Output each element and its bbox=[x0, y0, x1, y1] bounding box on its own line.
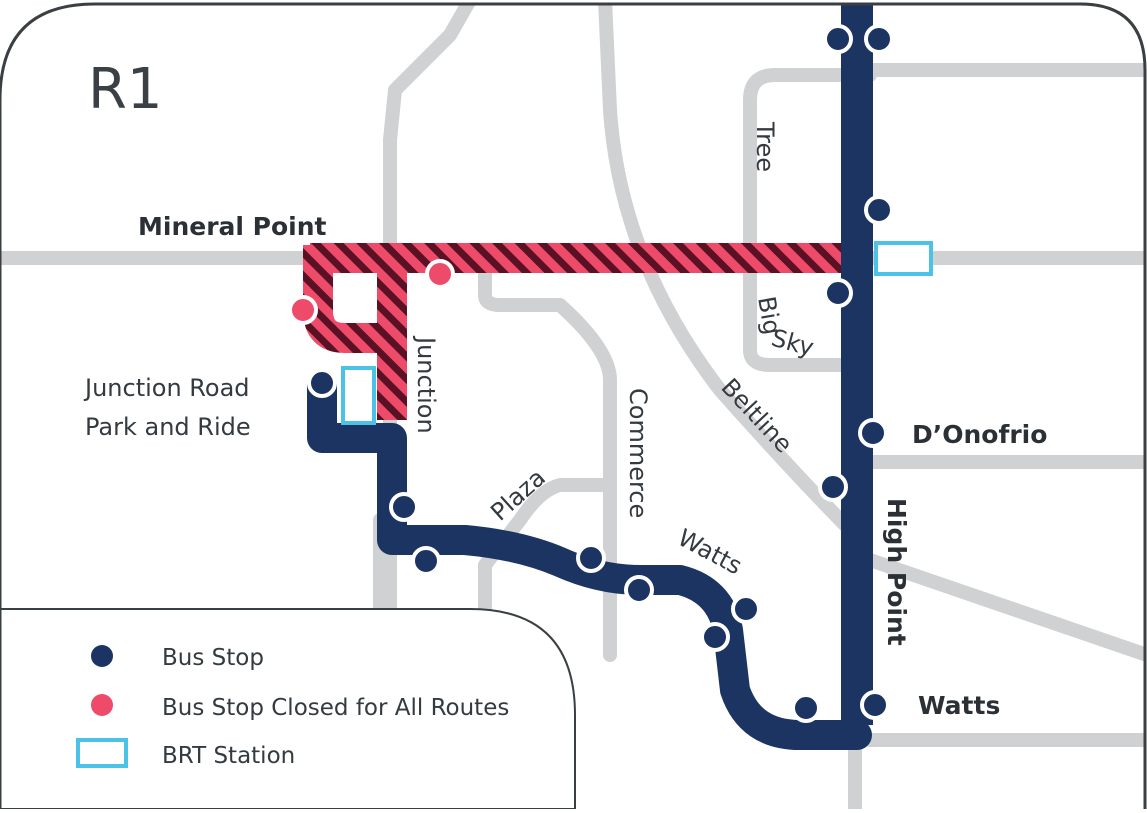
label-beltline: Beltline bbox=[716, 373, 798, 458]
closed-segment-loop bbox=[303, 245, 392, 353]
label-park-and-ride: Park and Ride bbox=[85, 413, 251, 441]
route-title: R1 bbox=[88, 57, 163, 122]
street-beltline bbox=[598, 4, 867, 547]
brt-station-junction-road bbox=[341, 366, 376, 425]
bus-stop[interactable] bbox=[576, 543, 606, 573]
legend-bus-stop-label: Bus Stop bbox=[162, 645, 264, 671]
label-high-point: High Point bbox=[882, 498, 911, 646]
bus-stops bbox=[288, 24, 894, 723]
closed-bus-stop[interactable] bbox=[288, 295, 318, 325]
closed-segment-inner-block bbox=[333, 275, 376, 317]
brt-stations bbox=[341, 241, 933, 425]
street-tree bbox=[743, 68, 877, 277]
bus-stop[interactable] bbox=[700, 622, 730, 652]
bus-stop[interactable] bbox=[818, 472, 848, 502]
legend-brt-label: BRT Station bbox=[162, 743, 295, 769]
label-big: Big bbox=[752, 294, 786, 337]
legend: Bus Stop Bus Stop Closed for All Routes … bbox=[0, 608, 576, 809]
label-sky: Sky bbox=[768, 324, 816, 362]
bus-stop[interactable] bbox=[731, 594, 761, 624]
legend-closed-stop-icon bbox=[91, 694, 113, 716]
street-plaza-south bbox=[478, 478, 617, 616]
bus-stop[interactable] bbox=[307, 368, 337, 398]
bus-stop[interactable] bbox=[791, 693, 821, 723]
label-watts-east: Watts bbox=[918, 691, 1000, 720]
bus-stop[interactable] bbox=[389, 492, 419, 522]
bus-stop[interactable] bbox=[411, 546, 441, 576]
bus-stop[interactable] bbox=[864, 195, 894, 225]
bus-stop[interactable] bbox=[864, 24, 894, 54]
label-junction-road: Junction Road bbox=[83, 374, 250, 402]
label-commerce: Commerce bbox=[624, 388, 652, 518]
bus-stop[interactable] bbox=[860, 690, 890, 720]
bus-stop[interactable] bbox=[823, 278, 853, 308]
legend-bus-stop-icon bbox=[91, 645, 113, 667]
legend-panel bbox=[0, 608, 576, 809]
street-plaza bbox=[478, 263, 617, 662]
closed-bus-stop[interactable] bbox=[425, 259, 455, 289]
bus-stop[interactable] bbox=[624, 575, 654, 605]
bus-stop[interactable] bbox=[858, 418, 888, 448]
legend-brt-icon bbox=[76, 738, 128, 768]
legend-closed-stop-label: Bus Stop Closed for All Routes bbox=[162, 695, 509, 721]
street-big-sky bbox=[743, 263, 852, 372]
label-donofrio: D’Onofrio bbox=[912, 420, 1047, 449]
label-junction: Junction bbox=[412, 335, 440, 434]
label-tree: Tree bbox=[751, 121, 779, 172]
street-east-diagonal bbox=[863, 553, 1145, 662]
closed-segment bbox=[303, 243, 855, 420]
bus-stop[interactable] bbox=[823, 24, 853, 54]
brt-station-mineral-point bbox=[874, 241, 933, 276]
label-mineral-point: Mineral Point bbox=[138, 212, 327, 241]
